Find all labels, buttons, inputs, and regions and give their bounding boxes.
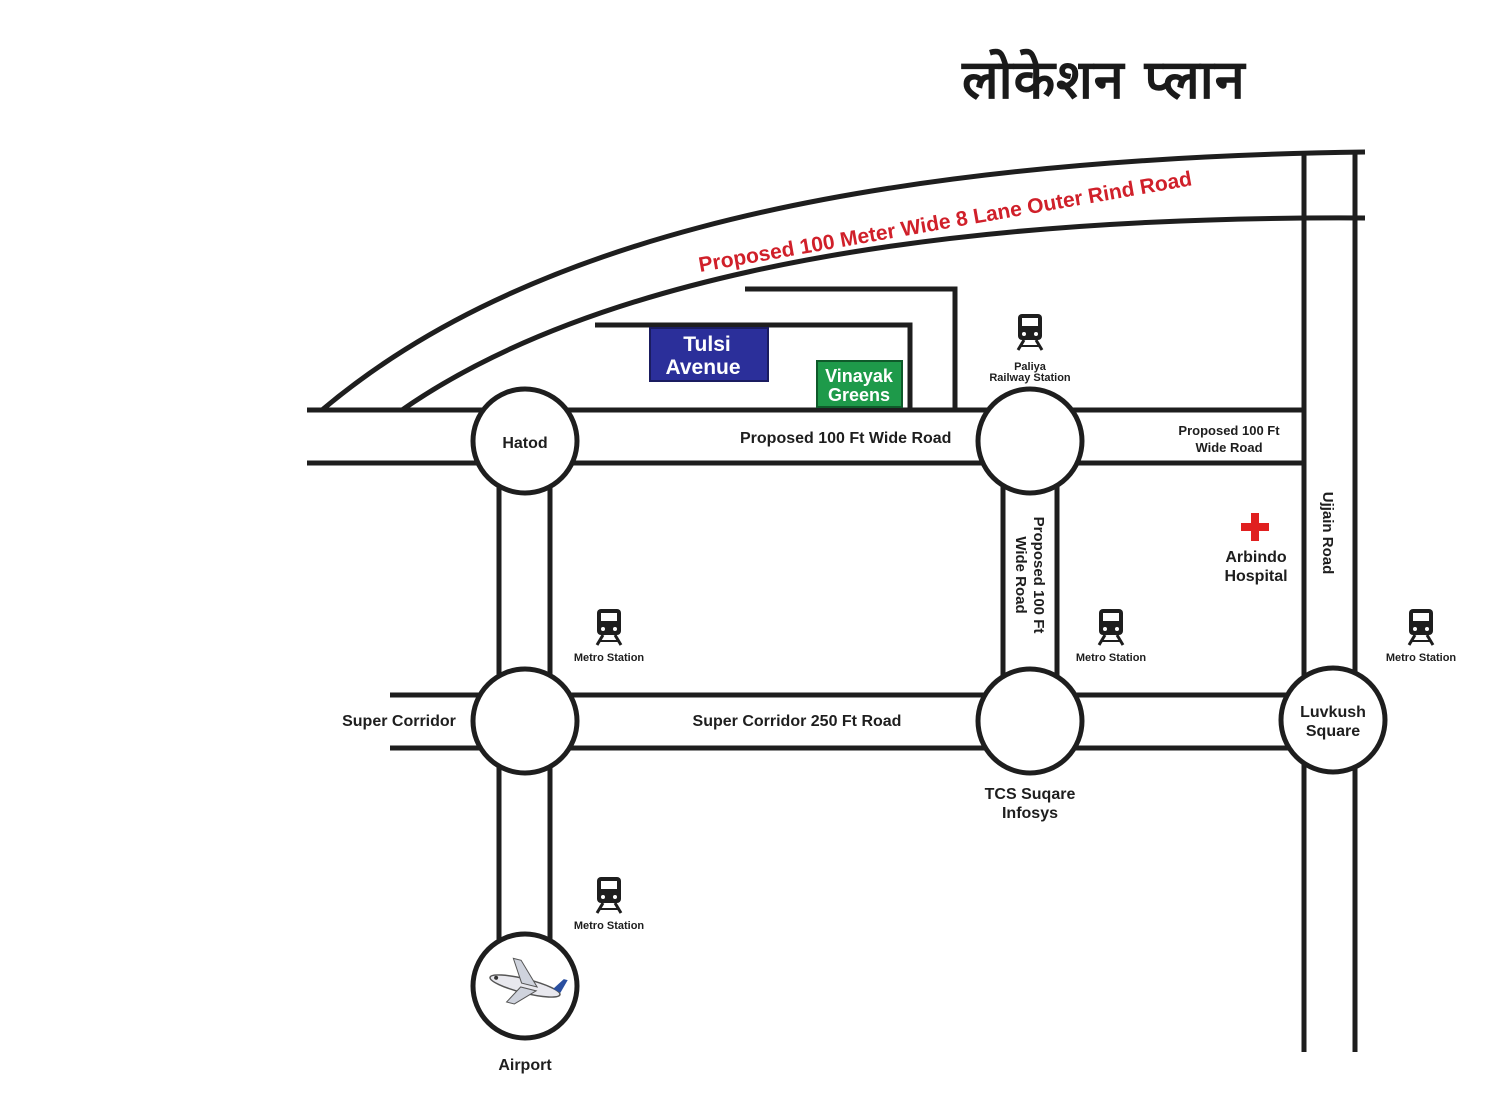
vertical-road-line1: Proposed 100 Ft [1030, 517, 1047, 634]
hatod-label: Hatod [502, 435, 547, 452]
page-title: लोकेशन प्लान [962, 48, 1246, 111]
hatod-junction [470, 386, 580, 496]
super-corridor-road-label: Super Corridor 250 Ft Road [693, 713, 902, 730]
airplane-icon [489, 957, 568, 1005]
paliya-train-icon [1016, 312, 1044, 352]
metro-train-icon [595, 607, 623, 647]
vinayak-line1: Vinayak [825, 366, 894, 386]
hatod-road [307, 407, 1302, 466]
metro-label-3: Metro Station [1386, 652, 1457, 664]
project-plots [595, 286, 958, 410]
hatod-road-label: Proposed 100 Ft Wide Road [740, 430, 951, 447]
metro-label-4: Metro Station [574, 920, 645, 932]
paliya-line1: Paliya [1014, 361, 1047, 373]
metro-train-icon [595, 875, 623, 915]
outer-ring-road [320, 149, 1366, 413]
metro-train-icon [1407, 607, 1435, 647]
hospital-cross-icon [1241, 513, 1269, 541]
metro-label-1: Metro Station [574, 652, 645, 664]
east-road-line1: Proposed 100 Ft [1178, 423, 1280, 438]
vertical-road-line2: Wide Road [1012, 536, 1029, 613]
luvkush-line2: Square [1306, 723, 1360, 740]
vinayak-line2: Greens [828, 385, 890, 405]
super-corridor-junction [470, 666, 580, 776]
tcs-line1: TCS Suqare [985, 786, 1076, 803]
tulsi-avenue-badge: Tulsi Avenue [649, 327, 769, 382]
luvkush-line1: Luvkush [1300, 704, 1366, 721]
ujjain-road [1301, 152, 1358, 1052]
ujjain-road-label: Ujjain Road [1319, 492, 1336, 575]
tulsi-line2: Avenue [665, 356, 740, 379]
metro-train-icon [1097, 607, 1125, 647]
super-corridor-label: Super Corridor [342, 713, 456, 730]
east-road-line2: Wide Road [1195, 440, 1262, 455]
metro-label-2: Metro Station [1076, 652, 1147, 664]
paliya-line2: Railway Station [989, 372, 1071, 384]
hospital-line1: Arbindo [1225, 549, 1287, 566]
tcs-junction [975, 666, 1085, 776]
hospital-line2: Hospital [1224, 568, 1287, 585]
tulsi-line1: Tulsi [683, 333, 730, 356]
vinayak-greens-badge: Vinayak Greens [816, 360, 903, 408]
luvkush-junction [1278, 665, 1388, 775]
tcs-line2: Infosys [1002, 805, 1058, 822]
paliya-junction [975, 386, 1085, 496]
airport-label: Airport [498, 1057, 552, 1074]
